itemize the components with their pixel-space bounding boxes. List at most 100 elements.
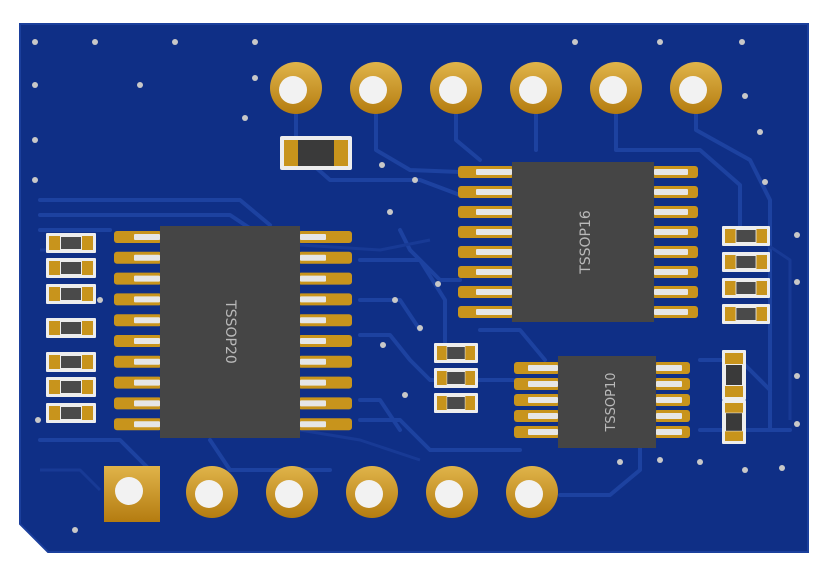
ic-lead bbox=[656, 413, 682, 419]
ic-lead bbox=[476, 189, 512, 195]
ic-lead bbox=[528, 429, 558, 435]
ic-lead bbox=[300, 234, 326, 240]
smd-pad bbox=[756, 229, 767, 243]
header-bottom-pin bbox=[506, 466, 558, 518]
smd-pad bbox=[756, 281, 767, 295]
smd-pad bbox=[725, 353, 743, 364]
smd-pad bbox=[756, 307, 767, 321]
ic-lead bbox=[476, 289, 512, 295]
ic-lead bbox=[656, 397, 682, 403]
ic-lead bbox=[134, 254, 160, 261]
smd-pad bbox=[725, 386, 743, 397]
header-bottom-pin bbox=[426, 466, 478, 518]
ic-lead bbox=[656, 365, 682, 371]
ic-tssop20: TSSOP20 bbox=[114, 226, 352, 438]
smd-pad bbox=[725, 431, 743, 441]
ic-lead bbox=[134, 234, 160, 240]
header-bottom-pin bbox=[266, 466, 318, 518]
header-top-pin bbox=[350, 62, 402, 114]
ic-tssop16-label: TSSOP16 bbox=[578, 210, 594, 275]
ic-lead bbox=[528, 397, 558, 403]
header-bottom bbox=[104, 466, 558, 522]
smd-body bbox=[736, 282, 756, 294]
smd-pad bbox=[49, 355, 60, 369]
smd-pad bbox=[82, 380, 93, 394]
smd-pad bbox=[49, 380, 60, 394]
ic-lead bbox=[656, 429, 682, 435]
ic-tssop20-right-pins bbox=[298, 231, 352, 431]
ic-lead bbox=[528, 381, 558, 387]
vias bbox=[32, 39, 800, 533]
ic-lead bbox=[300, 358, 326, 365]
smd-pad bbox=[49, 287, 60, 301]
ic-lead bbox=[476, 309, 512, 315]
header-bottom-pin bbox=[346, 466, 398, 518]
ic-tssop16-right-pins bbox=[652, 166, 698, 318]
smd-pad bbox=[725, 255, 736, 269]
ic-lead bbox=[300, 296, 326, 303]
traces bbox=[38, 110, 792, 497]
ic-lead bbox=[300, 338, 326, 344]
smd-body bbox=[447, 397, 465, 409]
ic-tssop20-label: TSSOP20 bbox=[222, 299, 238, 364]
ic-lead bbox=[134, 296, 160, 303]
ic-lead bbox=[134, 275, 160, 282]
smd-pad bbox=[49, 406, 60, 420]
smd-pad bbox=[465, 346, 475, 360]
header-bottom-pin bbox=[186, 466, 238, 518]
smd-pad bbox=[82, 261, 93, 275]
ic-lead bbox=[654, 189, 688, 195]
ic-lead bbox=[528, 413, 558, 419]
header-top-pin bbox=[510, 62, 562, 114]
smd-pad bbox=[82, 236, 93, 250]
ic-lead bbox=[654, 209, 688, 215]
smd-pad bbox=[437, 371, 447, 385]
smd-body bbox=[736, 230, 756, 242]
ic-lead bbox=[476, 209, 512, 215]
smd-body bbox=[61, 407, 81, 419]
passive-components bbox=[46, 226, 770, 444]
smd-body bbox=[61, 381, 81, 393]
smd-pad bbox=[82, 355, 93, 369]
ic-lead bbox=[654, 229, 688, 235]
smd-pad bbox=[725, 307, 736, 321]
ic-lead bbox=[656, 381, 682, 387]
ic-lead bbox=[654, 309, 688, 315]
smd-pad bbox=[82, 321, 93, 335]
ic-lead bbox=[300, 379, 326, 386]
header-bottom-pin-1 bbox=[104, 466, 160, 522]
ic-lead bbox=[654, 289, 688, 295]
smd-pad bbox=[437, 396, 447, 410]
ic-lead bbox=[300, 421, 326, 428]
smd-body bbox=[726, 413, 742, 431]
ic-lead bbox=[134, 338, 160, 344]
smd-body bbox=[736, 256, 756, 268]
smd-pad bbox=[437, 346, 447, 360]
ic-lead bbox=[654, 169, 688, 175]
header-top-pin bbox=[430, 62, 482, 114]
ic-lead bbox=[134, 317, 160, 324]
ic-lead bbox=[134, 358, 160, 365]
ic-lead bbox=[654, 269, 688, 275]
smd-body bbox=[61, 356, 81, 368]
ic-tssop10-left-pins bbox=[514, 362, 560, 438]
ic-lead bbox=[134, 379, 160, 386]
capacitor-top bbox=[280, 136, 352, 170]
smd-pad bbox=[725, 281, 736, 295]
ic-tssop10-right-pins bbox=[654, 362, 690, 438]
smd-pad bbox=[49, 236, 60, 250]
ic-lead bbox=[134, 421, 160, 428]
ic-lead bbox=[300, 254, 326, 261]
ic-lead bbox=[654, 249, 688, 255]
smd-body bbox=[61, 262, 81, 274]
smd-body bbox=[726, 365, 742, 385]
header-top-pin bbox=[670, 62, 722, 114]
smd-body bbox=[447, 347, 465, 359]
header-top-pin bbox=[270, 62, 322, 114]
smd-body bbox=[447, 372, 465, 384]
smd-pad bbox=[49, 261, 60, 275]
smd-body bbox=[736, 308, 756, 320]
smd-body bbox=[61, 288, 81, 300]
ic-lead bbox=[528, 365, 558, 371]
